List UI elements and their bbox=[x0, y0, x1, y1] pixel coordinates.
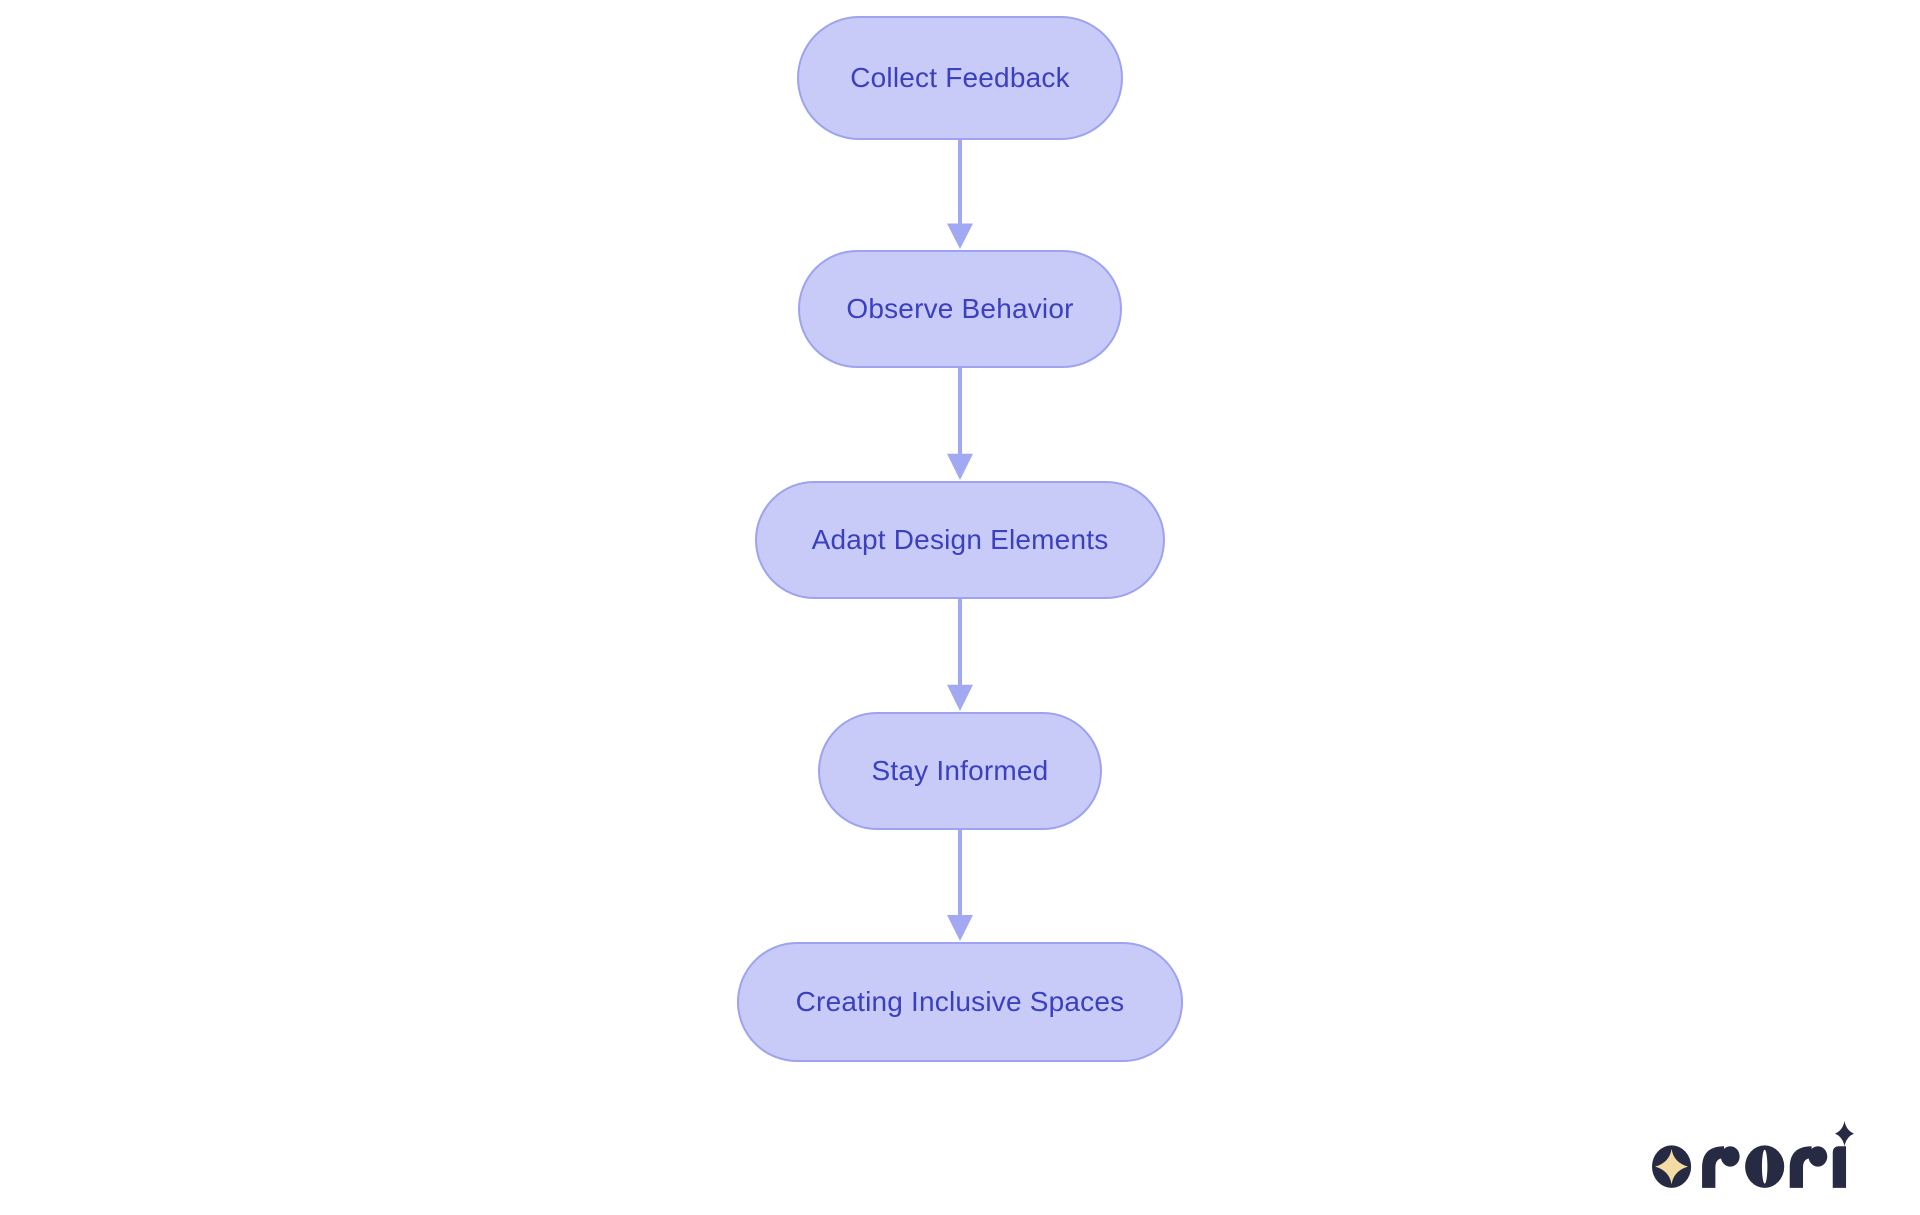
arrow-down-icon bbox=[947, 830, 973, 941]
flow-node-adapt-design-elements: Adapt Design Elements bbox=[755, 481, 1165, 599]
flow-node-creating-inclusive-spaces: Creating Inclusive Spaces bbox=[737, 942, 1183, 1062]
logo-letter-r bbox=[1789, 1146, 1828, 1188]
arrow-down-icon bbox=[947, 368, 973, 480]
logo-letter-r bbox=[1702, 1146, 1740, 1188]
flow-node-stay-informed: Stay Informed bbox=[818, 712, 1102, 830]
logo: rori bbox=[1652, 1120, 1857, 1203]
sparkle-icon bbox=[1835, 1120, 1854, 1147]
flow-node-observe-behavior: Observe Behavior bbox=[798, 250, 1122, 368]
logo-letter-i bbox=[1832, 1120, 1854, 1188]
logo-graphic bbox=[1652, 1120, 1854, 1188]
logo-letter-o bbox=[1745, 1145, 1785, 1188]
arrow-down-icon bbox=[947, 599, 973, 711]
arrow-down-icon bbox=[947, 140, 973, 250]
flow-node-collect-feedback: Collect Feedback bbox=[797, 16, 1123, 140]
logo-mark-icon bbox=[1652, 1145, 1692, 1188]
